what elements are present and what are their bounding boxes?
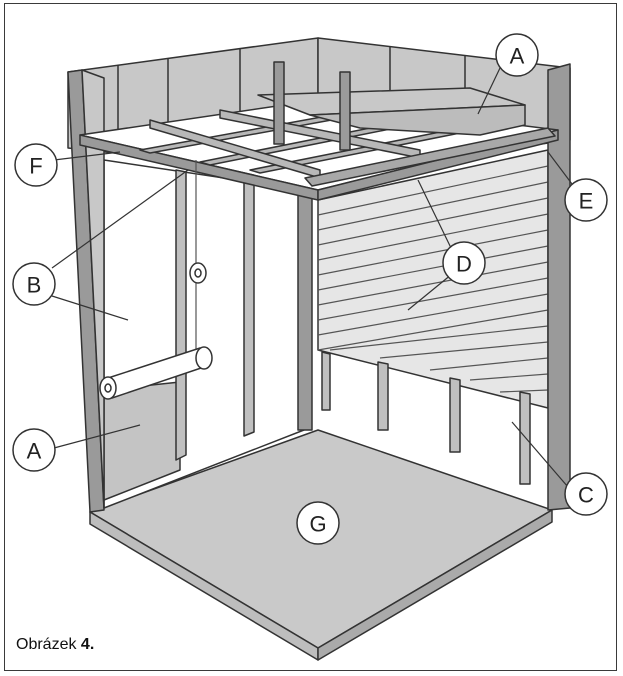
callout-b-label: B (27, 273, 42, 298)
callout-d-label: D (456, 252, 472, 277)
ceiling-front-beam (304, 127, 556, 187)
left-corner-post (67, 69, 105, 513)
right-wall-board-lines (317, 165, 549, 393)
left-wall-stud-2 (243, 179, 255, 437)
callout-b-circle (12, 262, 56, 306)
callout-g-label: G (309, 512, 326, 537)
left-wall-stud-1 (175, 169, 187, 461)
callout-e-label: E (579, 189, 594, 214)
callout-g-circle (296, 501, 340, 545)
callout-a-top-label: A (510, 44, 525, 69)
callout-a-left-label: A (27, 439, 42, 464)
leader-lines (51, 67, 576, 488)
callout-e-circle (564, 178, 608, 222)
caption-word: Obrázek (16, 636, 77, 653)
figure-caption: Obrázek 4. (16, 636, 94, 654)
callout-a-top-circle (495, 33, 539, 77)
callout-f-circle (14, 143, 58, 187)
callout-c-circle (564, 472, 608, 516)
callout-a-left-circle (12, 428, 56, 472)
floor-edge-front-right (317, 509, 553, 661)
caption-number: 4. (80, 636, 95, 653)
callout-c-label: C (578, 483, 594, 508)
left-wall-stud-3 (297, 187, 313, 431)
callout-d-circle (442, 241, 486, 285)
callout-f-label: F (29, 154, 42, 179)
